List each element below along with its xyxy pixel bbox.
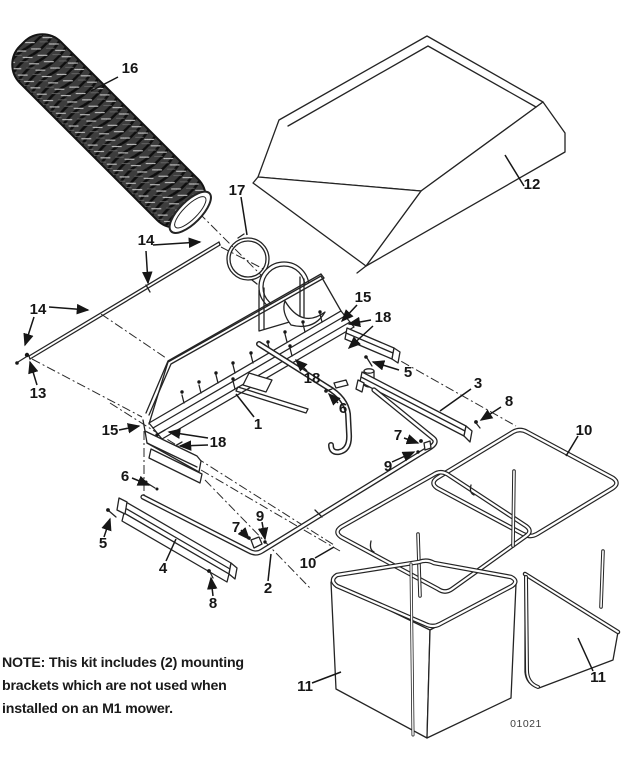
clip-7-right bbox=[423, 440, 432, 451]
callout-18-right: 18 bbox=[375, 309, 392, 326]
part-1-frame bbox=[142, 261, 401, 484]
nut-9-left bbox=[263, 540, 267, 544]
part-17-clamp bbox=[226, 233, 270, 285]
part-11-left-bag bbox=[330, 558, 518, 739]
note-block: NOTE: This kit includes (2) mounting bra… bbox=[2, 655, 244, 717]
note-line-1: NOTE: This kit includes (2) mounting bbox=[2, 655, 244, 671]
stud-heads bbox=[155, 310, 322, 449]
callout-3-bracket: 3 bbox=[474, 375, 482, 392]
clip-7-left bbox=[250, 536, 263, 549]
callout-15-right: 15 bbox=[355, 289, 372, 306]
part-3-bracket bbox=[324, 371, 481, 443]
callout-4-bracket: 4 bbox=[159, 560, 168, 577]
callout-18-left: 18 bbox=[210, 434, 227, 451]
callout-17-clamp: 17 bbox=[229, 182, 246, 199]
note-line-3: installed on an M1 mower. bbox=[2, 701, 173, 717]
callout-18-mid: 18 bbox=[304, 370, 321, 387]
callout-2-tube: 2 bbox=[264, 580, 272, 597]
part-10-bag-frames bbox=[335, 427, 619, 609]
callout-10-right: 10 bbox=[576, 422, 593, 439]
callout-8-right: 8 bbox=[505, 393, 513, 410]
callout-11-left: 11 bbox=[297, 678, 313, 695]
leader-lines bbox=[23, 76, 594, 684]
callout-7-right: 7 bbox=[394, 427, 402, 444]
nut-9-right bbox=[416, 450, 420, 454]
callout-6-left: 6 bbox=[121, 468, 129, 485]
callout-6-right: 6 bbox=[339, 400, 347, 417]
callout-14-rod-upper: 14 bbox=[138, 232, 155, 249]
callout-labels: 16 12 17 14 14 13 15 18 5 3 8 18 6 1 7 9… bbox=[30, 60, 606, 695]
drawing-number: 01021 bbox=[510, 718, 542, 730]
chute-deflector bbox=[283, 300, 326, 328]
callout-9-right: 9 bbox=[384, 458, 392, 475]
callout-1-frame: 1 bbox=[254, 416, 262, 433]
part-16-hose bbox=[11, 33, 212, 234]
callout-10-left: 10 bbox=[300, 555, 317, 572]
clip-6-right bbox=[333, 379, 349, 389]
part-12-cover bbox=[252, 35, 566, 274]
callout-5-right: 5 bbox=[404, 364, 412, 381]
bolt-8-right bbox=[474, 420, 478, 424]
part-4-bracket bbox=[106, 480, 238, 583]
bolt-7-right bbox=[419, 439, 423, 443]
callout-8-left: 8 bbox=[209, 595, 217, 612]
stud-row-18 bbox=[157, 313, 323, 447]
callout-14-rod-lower: 14 bbox=[30, 301, 47, 318]
note-line-2: brackets which are not used when bbox=[2, 678, 227, 694]
part-11-right-bag bbox=[522, 571, 621, 689]
bolt-5-right bbox=[364, 355, 368, 359]
callout-9-left: 9 bbox=[256, 508, 264, 525]
callout-16-hose: 16 bbox=[122, 60, 139, 77]
callout-15-left: 15 bbox=[102, 422, 119, 439]
callout-7-left: 7 bbox=[232, 519, 240, 536]
part-14-rod bbox=[15, 241, 221, 365]
callout-11-right: 11 bbox=[590, 669, 606, 686]
callout-12-cover: 12 bbox=[524, 176, 541, 193]
rod-end-13 bbox=[24, 352, 30, 358]
callout-13-rod-end: 13 bbox=[30, 385, 47, 402]
bag-frame-legs bbox=[416, 469, 605, 609]
callout-5-left: 5 bbox=[99, 535, 107, 552]
